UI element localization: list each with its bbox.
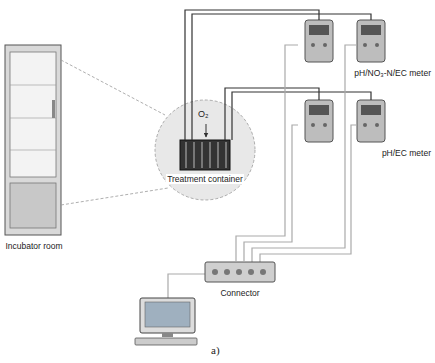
incubator-node: Incubator room xyxy=(2,45,66,251)
node-label: pH/NO₃-N/EC meter xyxy=(353,68,432,78)
computer-figure xyxy=(135,298,197,345)
connector-node: Connector xyxy=(200,262,280,298)
node-label: Incubator room xyxy=(4,241,63,251)
node-label: pH/EC meter xyxy=(381,148,432,158)
incubator-figure xyxy=(5,45,61,235)
container-figure xyxy=(180,140,230,170)
connector-figure xyxy=(205,262,275,282)
figure-caption: a) xyxy=(211,344,220,356)
cable xyxy=(185,10,319,140)
gas-label: O₂ xyxy=(198,110,209,120)
meter-group: pH/NO₃-N/EC meter xyxy=(298,20,432,78)
zoom-lines xyxy=(61,60,168,205)
node-label: Connector xyxy=(219,288,260,298)
cable xyxy=(225,88,319,140)
cable xyxy=(244,125,298,262)
oxygen-arrow xyxy=(206,124,207,137)
cable xyxy=(236,45,298,262)
node-label: Treatment container xyxy=(166,174,244,184)
wire xyxy=(168,14,371,298)
zoom-circle xyxy=(155,100,255,200)
meter-group: pH/EC meter xyxy=(298,100,432,158)
container-node: Treatment container xyxy=(157,140,253,184)
